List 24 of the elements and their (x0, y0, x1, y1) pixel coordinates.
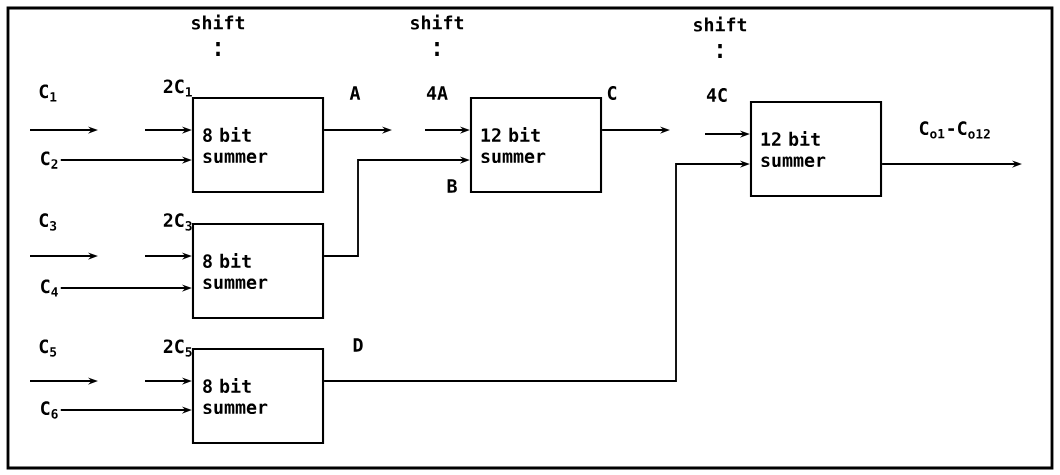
signal-label: C$_{1}$ (39, 84, 57, 102)
signal-label: C$_{6}$ (41, 401, 58, 419)
signal-label: C$_{2}$ (41, 151, 58, 169)
edge-label: B (447, 179, 457, 193)
edge-label: 2C$_{1}$ (163, 79, 192, 97)
edge-label: C$_{o1}$-C$_{o12}$ (919, 121, 990, 139)
edge-label: D (353, 338, 363, 352)
shift-label: shift (694, 16, 747, 32)
summer-box: 12 bit summer (469, 96, 603, 194)
signal-label: C$_{3}$ (39, 213, 57, 231)
signal-label: C$_{5}$ (39, 339, 57, 357)
edge-label: 2C$_{3}$ (163, 213, 192, 231)
edge-label: 4A (426, 86, 448, 100)
edge-label: 4C (706, 88, 727, 102)
summer-box: 8 bit summer (191, 347, 325, 445)
summer-box: 8 bit summer (191, 222, 325, 320)
edge-label: 2C$_{5}$ (163, 339, 192, 357)
edge-label: A (349, 86, 361, 100)
shift-label: shift (192, 14, 245, 30)
edge-label: C (607, 86, 617, 100)
shift-label: shift (411, 14, 464, 30)
summer-box: 12 bit summer (749, 100, 883, 198)
summer-box: 8 bit summer (191, 96, 325, 194)
signal-label: C$_{4}$ (41, 279, 58, 297)
